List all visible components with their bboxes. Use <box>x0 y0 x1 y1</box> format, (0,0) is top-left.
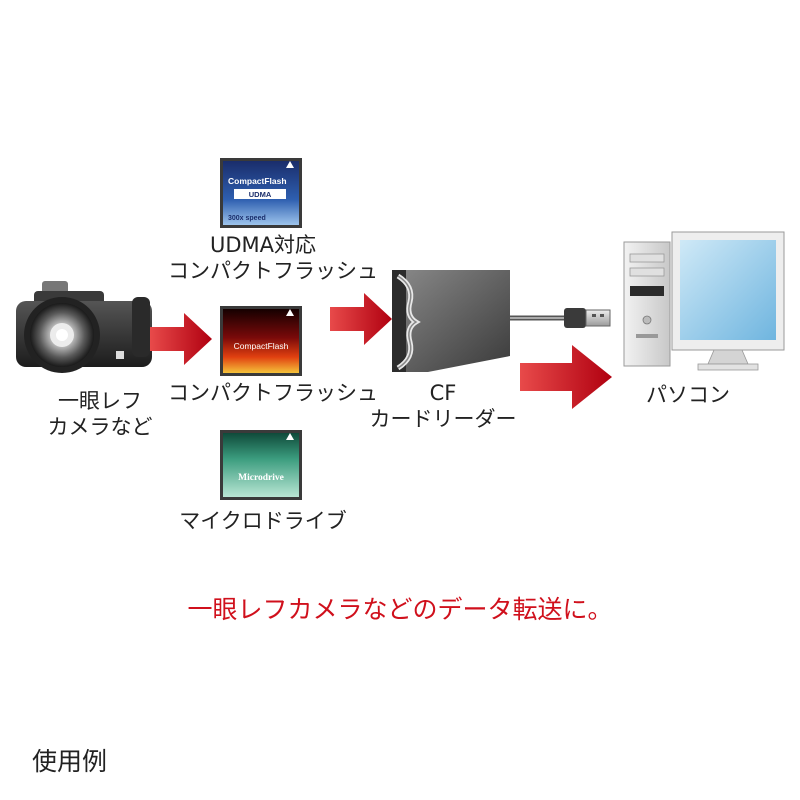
camera-icon <box>16 281 152 373</box>
desktop-pc-icon <box>623 231 785 371</box>
cf-card-reader-icon <box>392 270 611 372</box>
udma-card-label: UDMA対応 コンパクトフラッシュ <box>168 232 378 284</box>
reader-label: CF カードリーダー <box>368 380 518 432</box>
microdrive-label: マイクロドライブ <box>168 508 358 534</box>
cf-card-label-line1: コンパクトフラッシュ <box>168 381 378 405</box>
microdrive-card-brand: Microdrive <box>238 473 284 483</box>
usage-example-label: 使用例 <box>32 747 108 776</box>
microdrive-label-line1: マイクロドライブ <box>179 509 347 533</box>
udma-card-label-line1: UDMA対応 <box>209 233 317 257</box>
cf-card-label: コンパクトフラッシュ <box>168 380 378 406</box>
pc-label-line1: パソコン <box>646 383 730 407</box>
udma-card-brand: CompactFlash <box>228 176 287 186</box>
microdrive-card-icon: Microdrive <box>220 430 302 500</box>
reader-label-line2: カードリーダー <box>369 407 517 431</box>
compactflash-udma-card-icon: CompactFlash UDMA 300x speed <box>220 158 302 228</box>
udma-card-speed: 300x speed <box>228 215 266 222</box>
arrow-right-icon <box>330 293 392 345</box>
reader-label-line1: CF <box>429 381 457 405</box>
arrow-right-icon <box>520 345 612 409</box>
diagram-caption: 一眼レフカメラなどのデータ転送に。 <box>187 595 613 624</box>
pc-label: パソコン <box>618 382 758 408</box>
cf-card-brand: CompactFlash <box>234 341 289 351</box>
udma-card-badge: UDMA <box>249 190 272 199</box>
compactflash-card-icon: CompactFlash <box>220 306 302 376</box>
udma-card-label-line2: コンパクトフラッシュ <box>168 259 378 283</box>
camera-label-line1: 一眼レフ <box>58 389 142 413</box>
arrow-right-icon <box>150 313 212 365</box>
camera-label-line2: カメラなど <box>47 415 153 439</box>
camera-label: 一眼レフ カメラなど <box>20 388 180 440</box>
